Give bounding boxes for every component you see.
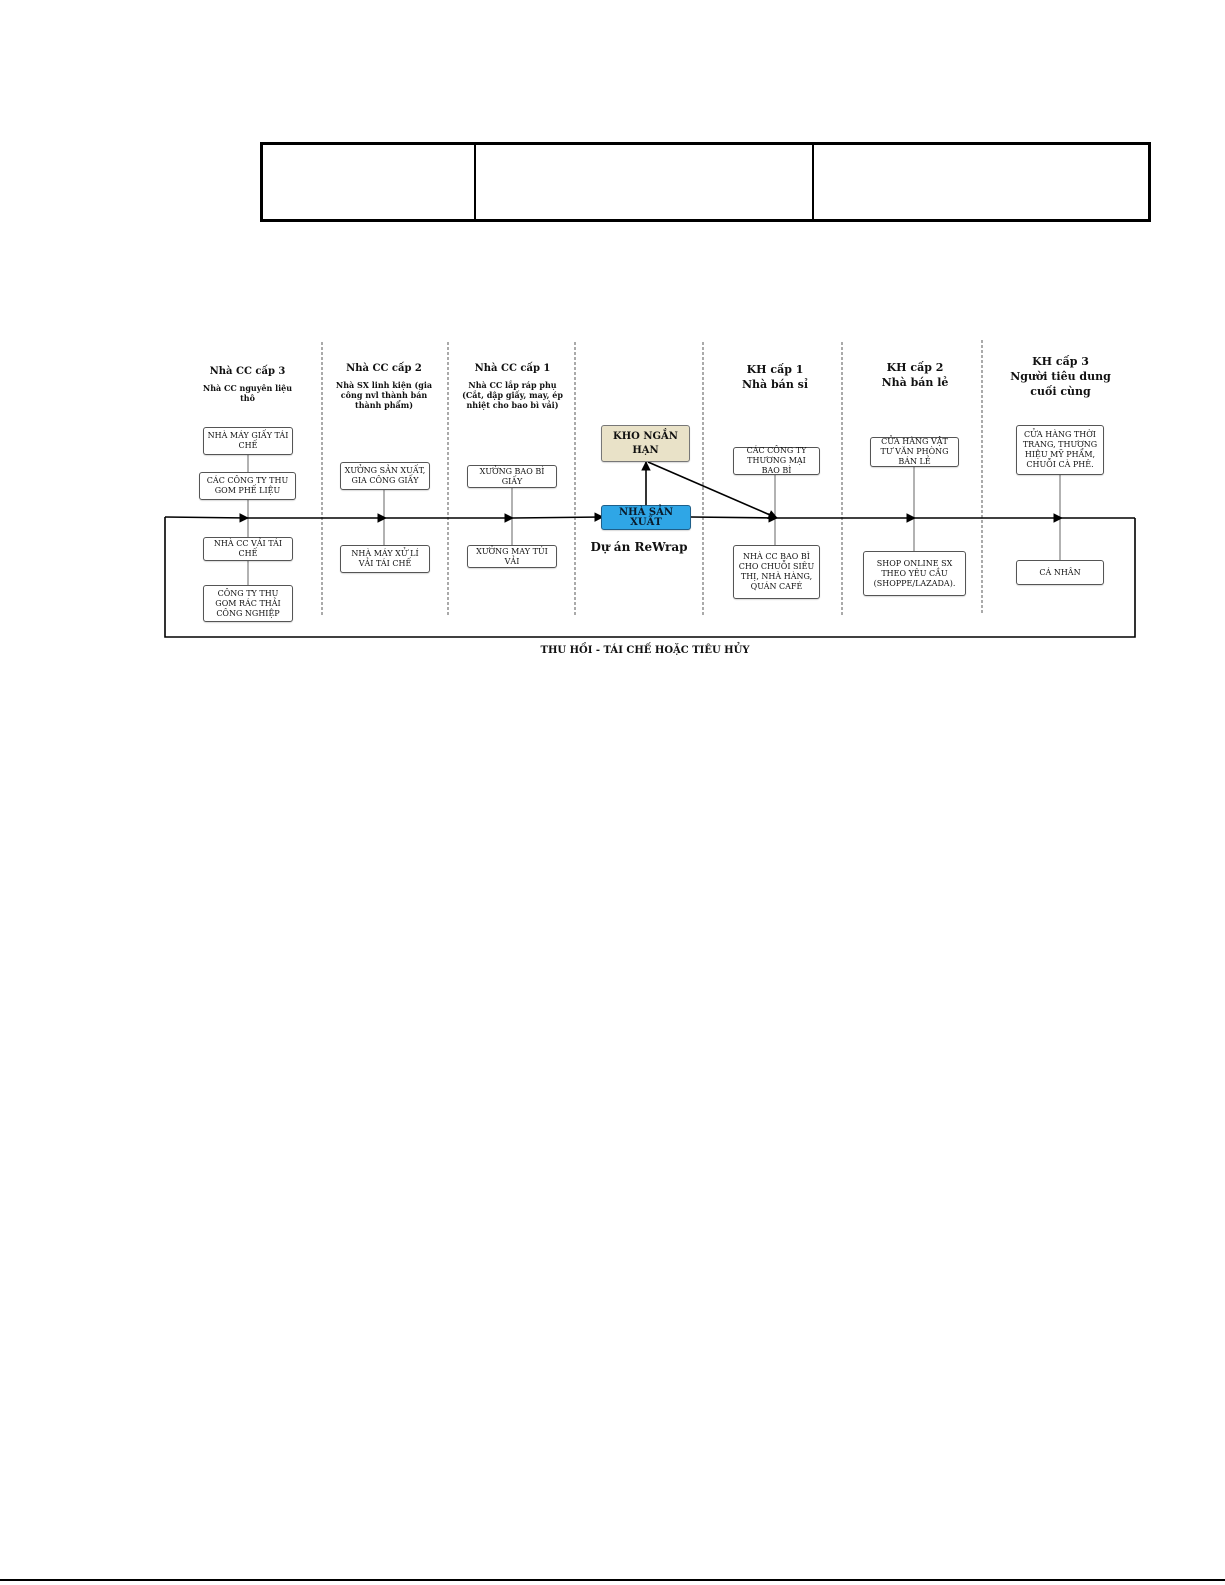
recycle-loop	[164, 517, 1136, 638]
column-subtitle: Nhà SX linh kiện (gia công nvl thành bán…	[335, 380, 433, 410]
node-industrial-waste-collector: CÔNG TY THU GOM RÁC THẢI CÔNG NGHIỆP	[203, 585, 293, 622]
column-title: KH cấp 3	[1032, 355, 1089, 368]
node-packaging-trading: CÁC CÔNG TY THƯƠNG MẠI BAO BÌ	[733, 446, 820, 475]
column-title: Nhà CC cấp 3	[209, 366, 286, 377]
empty-header-table	[260, 142, 1151, 222]
node-scrap-collectors: CÁC CÔNG TY THU GOM PHẾ LIỆU	[199, 472, 296, 500]
node-office-supply-store: CỬA HÀNG VẬT TƯ VĂN PHÒNG BÁN LẺ	[870, 437, 959, 467]
main-flow	[164, 461, 1135, 523]
node-fabric-bag-workshop: XƯỞNG MAY TÚI VẢI	[467, 545, 557, 568]
node-fabric-supplier: NHÀ CC VẢI TÁI CHẾ	[203, 537, 293, 561]
column-subtitle: Nhà CC nguyên liệu thô	[202, 383, 293, 403]
column-title: KH cấp 2	[886, 361, 944, 374]
column-title: Nhà CC cấp 1	[474, 363, 551, 374]
node-individual: CÁ NHÂN	[1016, 560, 1104, 585]
column-dividers	[321, 340, 983, 617]
column-header-tier1-customer: KH cấp 1 Nhà bán sỉ	[720, 362, 830, 392]
table-cell	[476, 145, 814, 219]
column-header-tier2-supplier: Nhà CC cấp 2 Nhà SX linh kiện (gia công …	[333, 362, 435, 410]
node-packaging-chains: NHÀ CC BAO BÌ CHO CHUỖI SIÊU THỊ, NHÀ HÀ…	[733, 545, 820, 599]
node-online-shop: SHOP ONLINE SX THEO YÊU CẦU (SHOPPE/LAZA…	[863, 551, 966, 596]
column-header-tier3-customer: KH cấp 3 Người tiêu dung cuối cùng	[998, 354, 1123, 399]
column-title: Nhà CC cấp 2	[346, 363, 422, 374]
column-header-tier3-supplier: Nhà CC cấp 3 Nhà CC nguyên liệu thô	[195, 365, 300, 403]
node-paper-mill: NHÀ MÁY GIẤY TÁI CHẾ	[203, 427, 293, 455]
table-cell	[263, 145, 476, 219]
column-header-tier2-customer: KH cấp 2 Nhà bán lẻ	[860, 360, 970, 390]
node-fabric-plant: NHÀ MÁY XỬ LÍ VẢI TÁI CHẾ	[340, 545, 430, 573]
column-header-tier1-supplier: Nhà CC cấp 1 Nhà CC lắp ráp phụ (Cắt, dậ…	[460, 362, 565, 410]
node-short-term-warehouse: KHO NGẮN HẠN	[601, 425, 690, 462]
column-subtitle: Người tiêu dung cuối cùng	[1010, 370, 1111, 398]
column-title: KH cấp 1	[746, 363, 804, 376]
page-bottom-rule	[0, 1579, 1225, 1581]
column-subtitle: Nhà bán lẻ	[881, 376, 949, 389]
recycle-loop-label: THU HỒI - TÁI CHẾ HOẶC TIÊU HỦY	[540, 645, 750, 656]
column-subtitle: Nhà CC lắp ráp phụ (Cắt, dập giấy, may, …	[462, 380, 563, 410]
column-subtitle: Nhà bán sỉ	[741, 378, 809, 391]
node-paper-bag-workshop: XƯỞNG BAO BÌ GIẤY	[467, 465, 557, 488]
node-producer: NHÀ SẢN XUẤT	[601, 505, 691, 530]
supply-chain-diagram: Nhà CC cấp 3 Nhà CC nguyên liệu thô Nhà …	[0, 0, 1225, 700]
project-label: Dự án ReWrap	[590, 540, 688, 554]
node-fashion-stores: CỬA HÀNG THỜI TRANG, THƯƠNG HIỆU MỸ PHẨM…	[1016, 425, 1104, 475]
node-paper-workshop: XƯỞNG SẢN XUẤT, GIA CÔNG GIẤY	[340, 462, 430, 490]
diagram-connectors	[164, 340, 1136, 638]
